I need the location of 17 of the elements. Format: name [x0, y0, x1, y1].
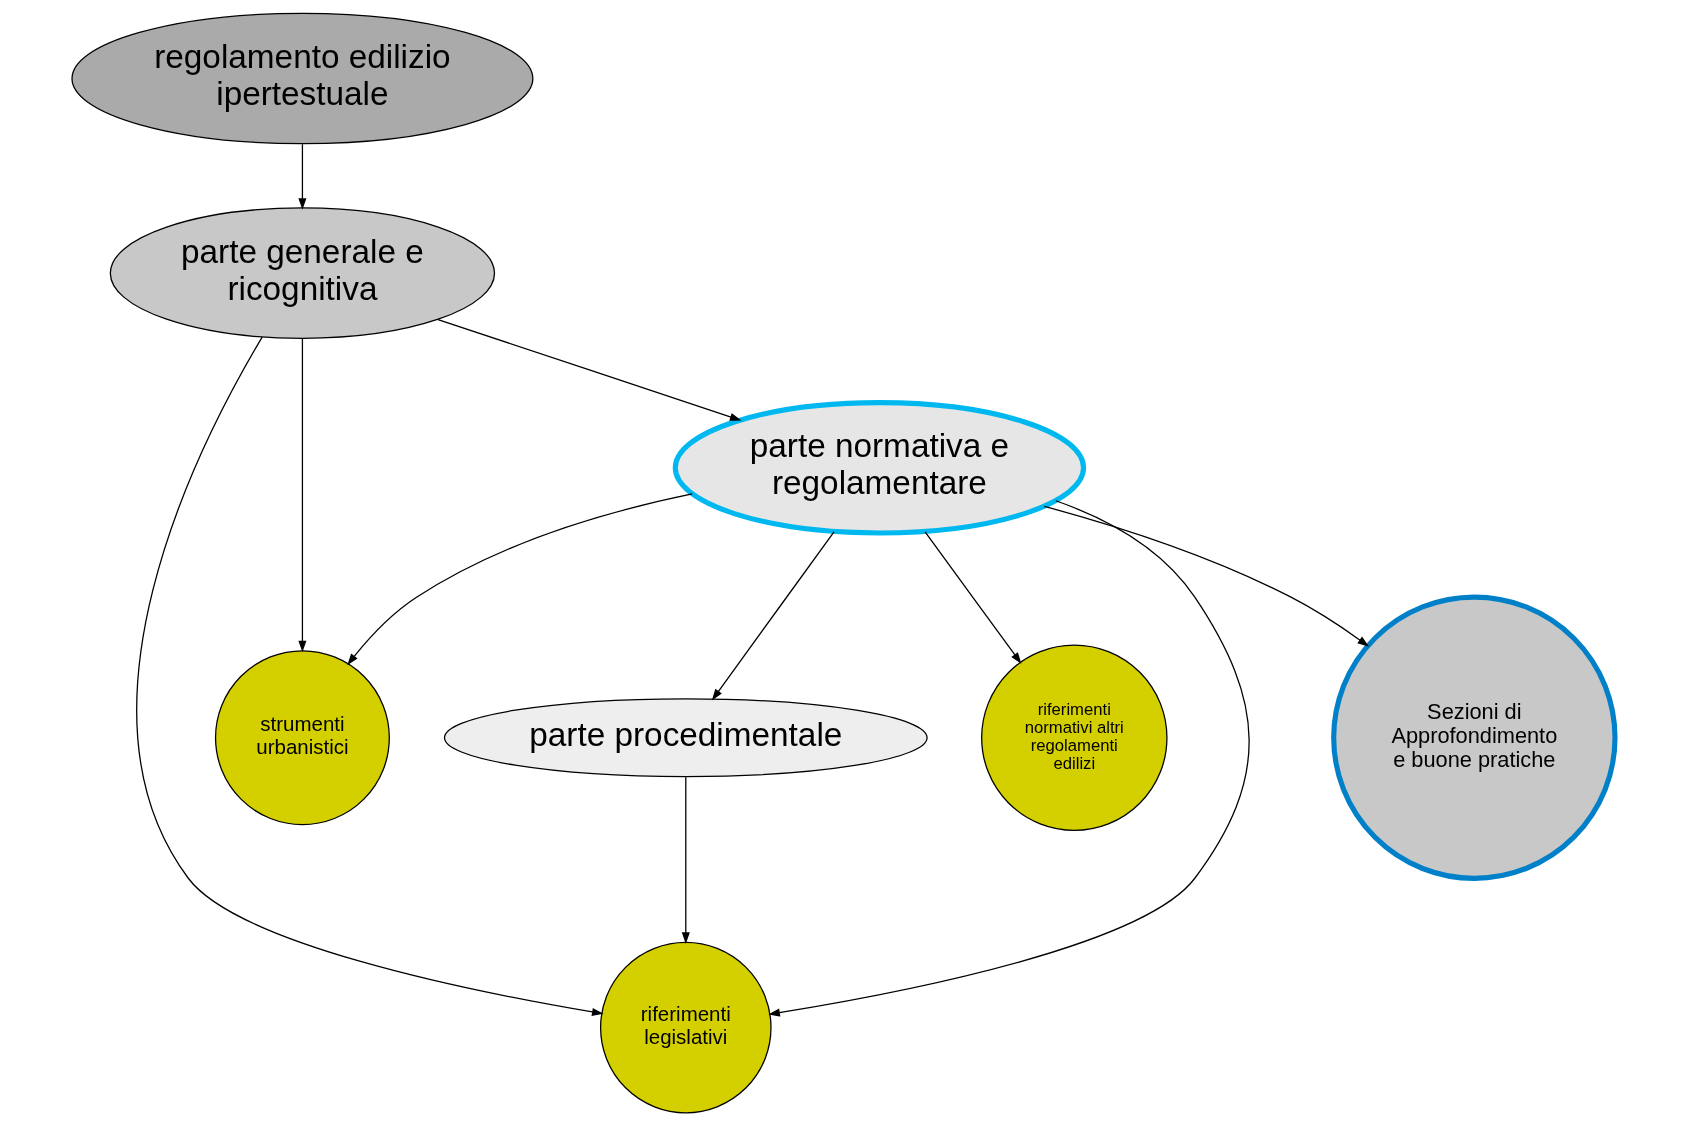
node-circle: riferimenti legislativi — [599, 941, 772, 1114]
node-ellipse: regolamento edilizio ipertestuale — [70, 12, 533, 145]
node-circle: Sezioni di Approfondimento e buone pratiche — [1330, 594, 1618, 881]
arrow — [711, 531, 835, 701]
arrow — [297, 338, 306, 653]
arrow — [297, 143, 306, 210]
arrow — [436, 318, 741, 421]
arrow — [767, 500, 1250, 1017]
arrow — [923, 531, 1021, 664]
node-circle: riferimenti normativi altri regolamenti edilizi — [980, 644, 1168, 831]
arrow — [1043, 505, 1369, 647]
node-ellipse: parte generale e ricognitiva — [109, 207, 495, 339]
arrow — [136, 336, 604, 1016]
arrow — [681, 776, 690, 944]
node-ellipse: parte procedimentale — [443, 698, 928, 778]
node-ellipse: parte normativa e regolamentare — [672, 400, 1086, 536]
arrow — [346, 493, 693, 666]
